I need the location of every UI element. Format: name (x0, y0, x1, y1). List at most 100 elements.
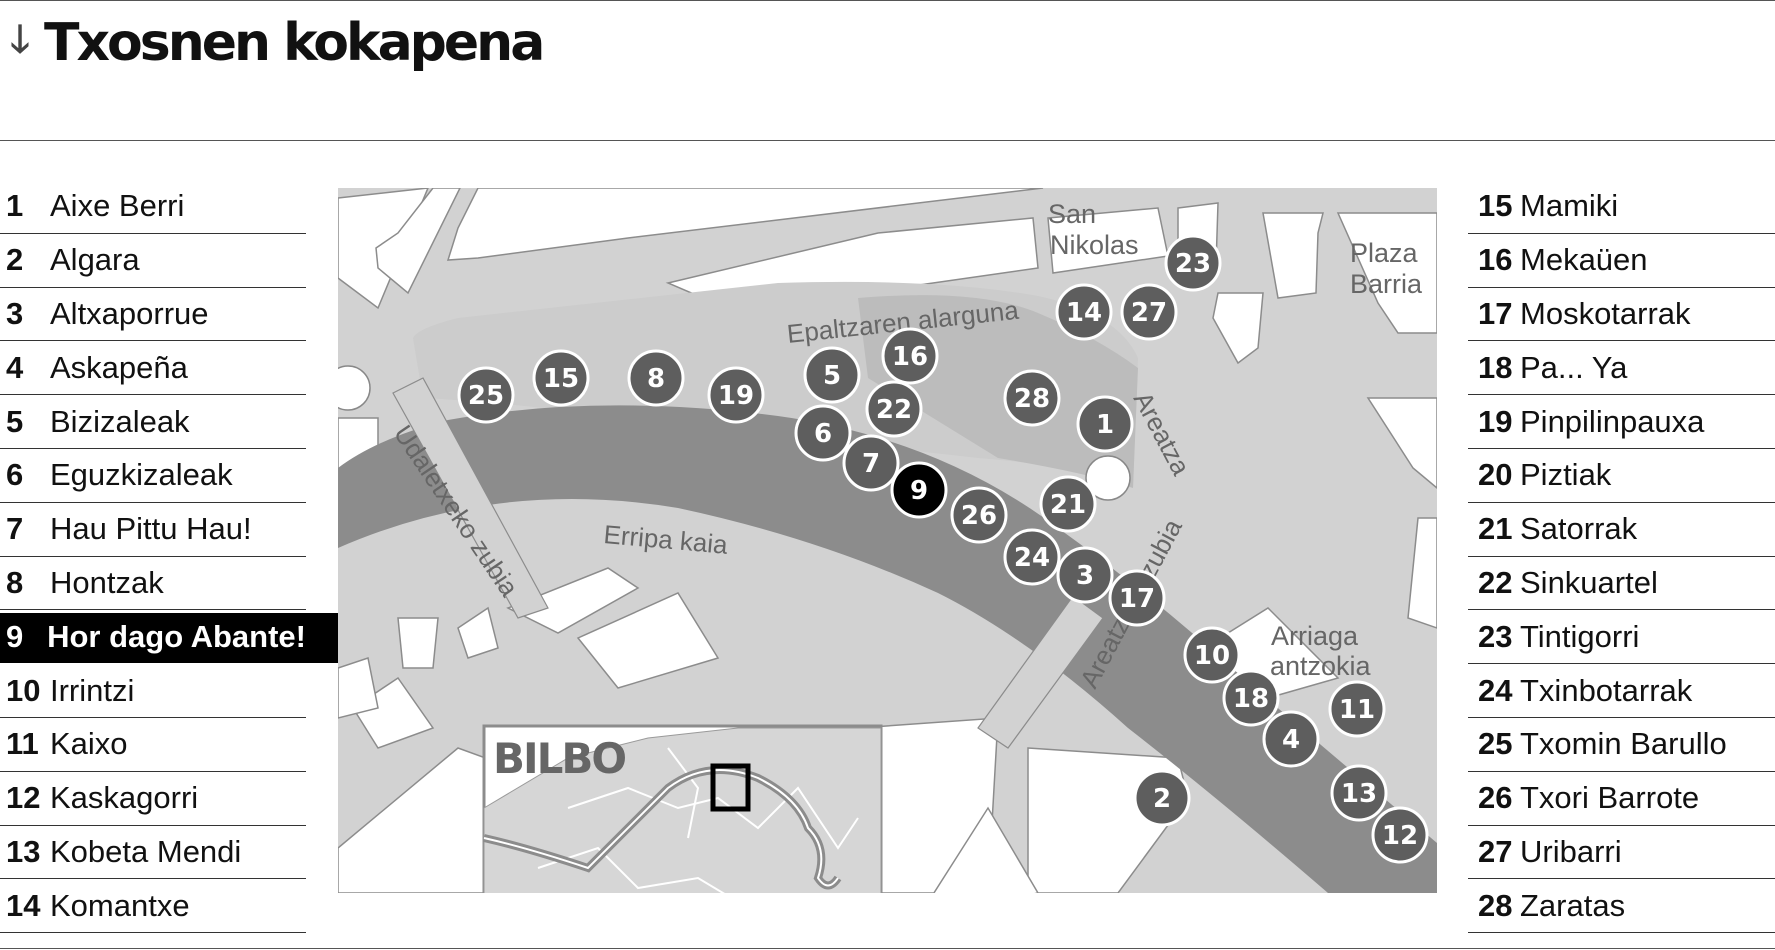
legend-name: Hau Pittu Hau! (50, 511, 252, 547)
legend-number: 27 (1478, 833, 1513, 869)
marker-10[interactable]: 10 (1183, 626, 1241, 684)
legend-number: 13 (6, 833, 41, 869)
legend-number: 7 (6, 511, 24, 547)
legend-name: Askapeña (50, 349, 188, 385)
marker-2[interactable]: 2 (1133, 769, 1191, 827)
marker-9[interactable]: 9 (890, 461, 948, 519)
page-title: Txosnen kokapena (44, 13, 545, 73)
inset-locator (710, 763, 751, 812)
legend-name: Moskotarrak (1520, 295, 1691, 331)
legend-number: 28 (1478, 887, 1513, 923)
marker-12[interactable]: 12 (1371, 806, 1429, 864)
marker-3[interactable]: 3 (1056, 546, 1114, 604)
legend-number: 2 (6, 242, 24, 278)
marker-label: 24 (1014, 543, 1050, 573)
roundabout (338, 365, 371, 411)
legend-number: 18 (1478, 349, 1513, 385)
marker-25[interactable]: 25 (457, 366, 515, 424)
marker-circle (1076, 395, 1134, 453)
marker-17[interactable]: 17 (1108, 569, 1166, 627)
marker-23[interactable]: 23 (1164, 234, 1222, 292)
marker-28[interactable]: 28 (1003, 369, 1061, 427)
legend-name: Mekaüen (1520, 242, 1648, 278)
marker-22[interactable]: 22 (865, 380, 923, 438)
legend-number: 1 (6, 188, 24, 224)
marker-13[interactable]: 13 (1330, 764, 1388, 822)
legend-row-4[interactable]: 4 Askapeña (0, 341, 306, 396)
marker-label: 23 (1175, 249, 1211, 279)
marker-label: 16 (892, 342, 928, 372)
marker-circle (627, 349, 685, 407)
marker-27[interactable]: 27 (1120, 283, 1178, 341)
legend-row-7[interactable]: 7 Hau Pittu Hau! (0, 503, 306, 557)
marker-circle (457, 366, 515, 424)
marker-5[interactable]: 5 (803, 346, 861, 404)
marker-24[interactable]: 24 (1003, 528, 1061, 586)
marker-14[interactable]: 14 (1055, 283, 1113, 341)
marker-label: 3 (1076, 561, 1094, 591)
marker-21[interactable]: 21 (1039, 475, 1097, 533)
marker-label: 26 (961, 501, 997, 531)
legend-number: 16 (1478, 242, 1513, 278)
legend-number: 21 (1478, 511, 1513, 547)
marker-18[interactable]: 18 (1222, 669, 1280, 727)
marker-circle (794, 404, 852, 462)
marker-label: 10 (1194, 641, 1230, 671)
legend-name: Eguzkizaleak (50, 457, 233, 493)
legend-number: 15 (1478, 188, 1513, 224)
map[interactable]: San Nikolas Plaza Barria Arriaga antzoki… (338, 188, 1437, 893)
marker-4[interactable]: 4 (1262, 710, 1320, 768)
inset-title: BILBO (493, 734, 625, 783)
marker-label: 14 (1066, 298, 1102, 328)
legend-number: 4 (6, 349, 24, 385)
marker-19[interactable]: 19 (707, 366, 765, 424)
legend-number: 26 (1478, 780, 1513, 816)
marker-label: 25 (468, 381, 504, 411)
markers-layer: 1234567891011121314151617181921222324252… (457, 234, 1429, 864)
legend-number: 14 (6, 887, 41, 923)
marker-label: 5 (823, 361, 841, 391)
marker-circle (1164, 234, 1222, 292)
label-barria: Barria (1350, 269, 1423, 299)
marker-8[interactable]: 8 (627, 349, 685, 407)
marker-circle (1371, 806, 1429, 864)
marker-6[interactable]: 6 (794, 404, 852, 462)
marker-circle (842, 434, 900, 492)
marker-1[interactable]: 1 (1076, 395, 1134, 453)
marker-label: 4 (1282, 725, 1300, 755)
marker-26[interactable]: 26 (950, 486, 1008, 544)
marker-7[interactable]: 7 (842, 434, 900, 492)
marker-16[interactable]: 16 (881, 327, 939, 385)
inset-map: BILBO (482, 724, 883, 893)
marker-circle (1003, 369, 1061, 427)
marker-11[interactable]: 11 (1328, 680, 1386, 738)
marker-15[interactable]: 15 (532, 349, 590, 407)
